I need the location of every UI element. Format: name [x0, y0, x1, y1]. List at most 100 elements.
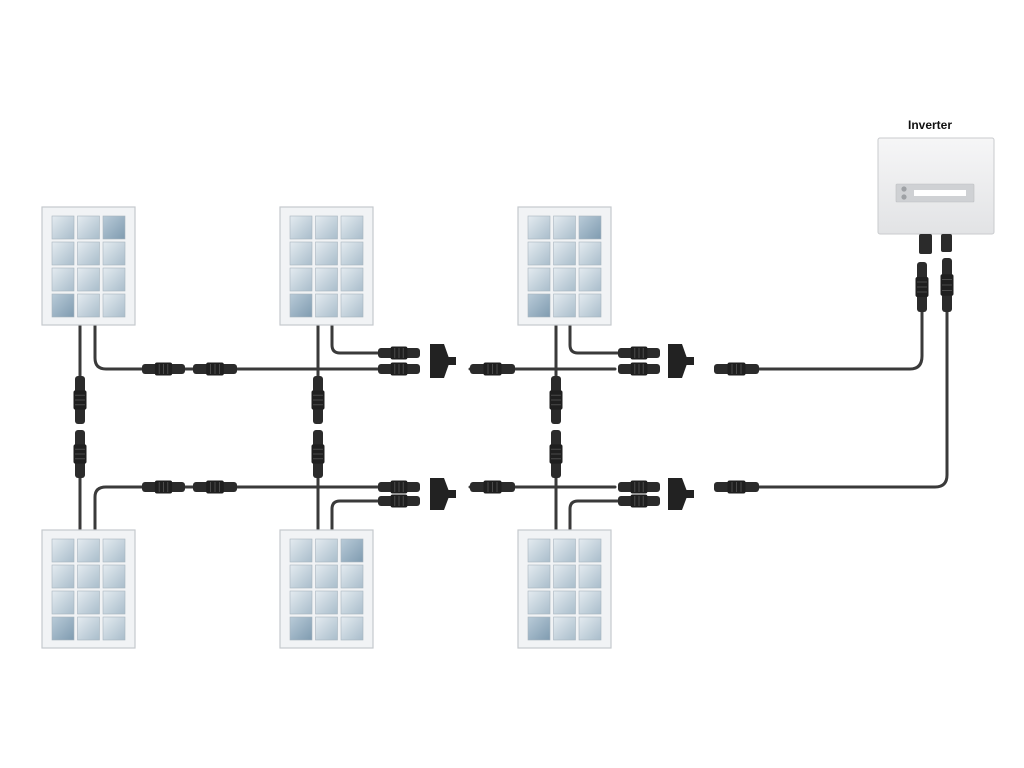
inverter-title: Inverter: [907, 118, 953, 132]
panel-cell: [289, 538, 313, 563]
panel-cell: [527, 590, 551, 615]
panel-cell: [289, 267, 313, 292]
panel-cell: [340, 267, 364, 292]
panel-cell: [340, 215, 364, 240]
panel-cell: [578, 215, 602, 240]
inverter: [877, 137, 995, 254]
panel-cell: [102, 293, 126, 318]
panel-cell: [51, 564, 75, 589]
panel-cell: [340, 293, 364, 318]
panel-cell: [553, 241, 576, 266]
panel-cell: [340, 538, 364, 563]
panel-cell: [340, 564, 364, 589]
panel-cell: [102, 538, 126, 563]
top-trunk-cable: [93, 323, 144, 371]
panel-cell: [102, 215, 126, 240]
solar-panel: [41, 206, 136, 326]
panel-cell: [51, 590, 75, 615]
solar-panel: [517, 529, 612, 649]
panel-cell: [102, 590, 126, 615]
panel-cell: [553, 538, 576, 563]
panel-cell: [51, 241, 75, 266]
panel-cell: [578, 564, 602, 589]
panel-cell: [315, 267, 338, 292]
inverter-port: [919, 234, 932, 254]
y-branch-connector: [430, 478, 456, 510]
panel-cell: [77, 538, 100, 563]
solar-panel: [279, 529, 374, 649]
panel-cell: [553, 267, 576, 292]
branch-cable-panel-3: [568, 323, 620, 355]
panel-cell: [289, 293, 313, 318]
panel-cell: [553, 564, 576, 589]
panel-cell: [51, 293, 75, 318]
panel-cell: [315, 564, 338, 589]
panel-cell: [553, 215, 576, 240]
panel-cell: [527, 215, 551, 240]
panel-cell: [578, 267, 602, 292]
panel-cell: [315, 215, 338, 240]
branch-cable-panel-5: [330, 499, 380, 532]
inverter-display: [914, 190, 966, 196]
panel-cell: [77, 241, 100, 266]
indicator-light-icon: [901, 194, 907, 200]
panel-cell: [102, 564, 126, 589]
mc4-connector: [470, 480, 515, 494]
mc4-connector: [618, 346, 660, 360]
y-branch-connector: [668, 344, 694, 378]
panel-cell: [51, 538, 75, 563]
panel-cell: [527, 267, 551, 292]
y-branch-connector: [430, 344, 456, 378]
panel-cell: [527, 538, 551, 563]
mc4-connector: [618, 494, 660, 508]
bottom-trunk-cable: [93, 485, 144, 532]
panel-cell: [527, 564, 551, 589]
mc4-connector: [940, 258, 954, 312]
mc4-connector: [378, 362, 420, 376]
cables: [78, 310, 949, 532]
inverter-port: [941, 234, 952, 252]
solar-panel: [279, 206, 374, 326]
mc4-connector: [618, 480, 660, 494]
panel-cell: [289, 215, 313, 240]
panel-cell: [315, 241, 338, 266]
mc4-connector: [73, 376, 87, 424]
panel-cell: [578, 538, 602, 563]
panel-cell: [553, 616, 576, 641]
mc4-connector: [470, 362, 515, 376]
mc4-connector: [73, 430, 87, 478]
mc4-connector: [193, 362, 237, 376]
panel-cell: [340, 241, 364, 266]
mc4-connector: [311, 430, 325, 478]
panel-cell: [578, 293, 602, 318]
mc4-connector: [618, 362, 660, 376]
panel-cell: [527, 616, 551, 641]
branch-cable-panel-2: [330, 323, 380, 355]
panel-cell: [289, 616, 313, 641]
mc4-connector: [378, 494, 420, 508]
panel-cell: [315, 616, 338, 641]
y-branch-connector: [668, 478, 694, 510]
panel-cell: [340, 590, 364, 615]
panel-cell: [289, 241, 313, 266]
panel-cell: [315, 538, 338, 563]
panel-cell: [102, 267, 126, 292]
mc4-connector: [142, 480, 185, 494]
panel-cell: [77, 267, 100, 292]
panel-cell: [51, 215, 75, 240]
panel-cell: [77, 590, 100, 615]
panel-cell: [289, 590, 313, 615]
bottom-trunk-cable: [757, 310, 949, 489]
panel-cell: [315, 293, 338, 318]
panel-cell: [77, 215, 100, 240]
indicator-light-icon: [901, 186, 907, 192]
panel-cell: [102, 241, 126, 266]
solar-panel: [517, 206, 612, 326]
panel-cell: [553, 293, 576, 318]
mc4-connector: [549, 376, 563, 424]
mc4-connector: [378, 480, 420, 494]
panel-cell: [527, 241, 551, 266]
mc4-connector: [142, 362, 185, 376]
panel-cell: [102, 616, 126, 641]
